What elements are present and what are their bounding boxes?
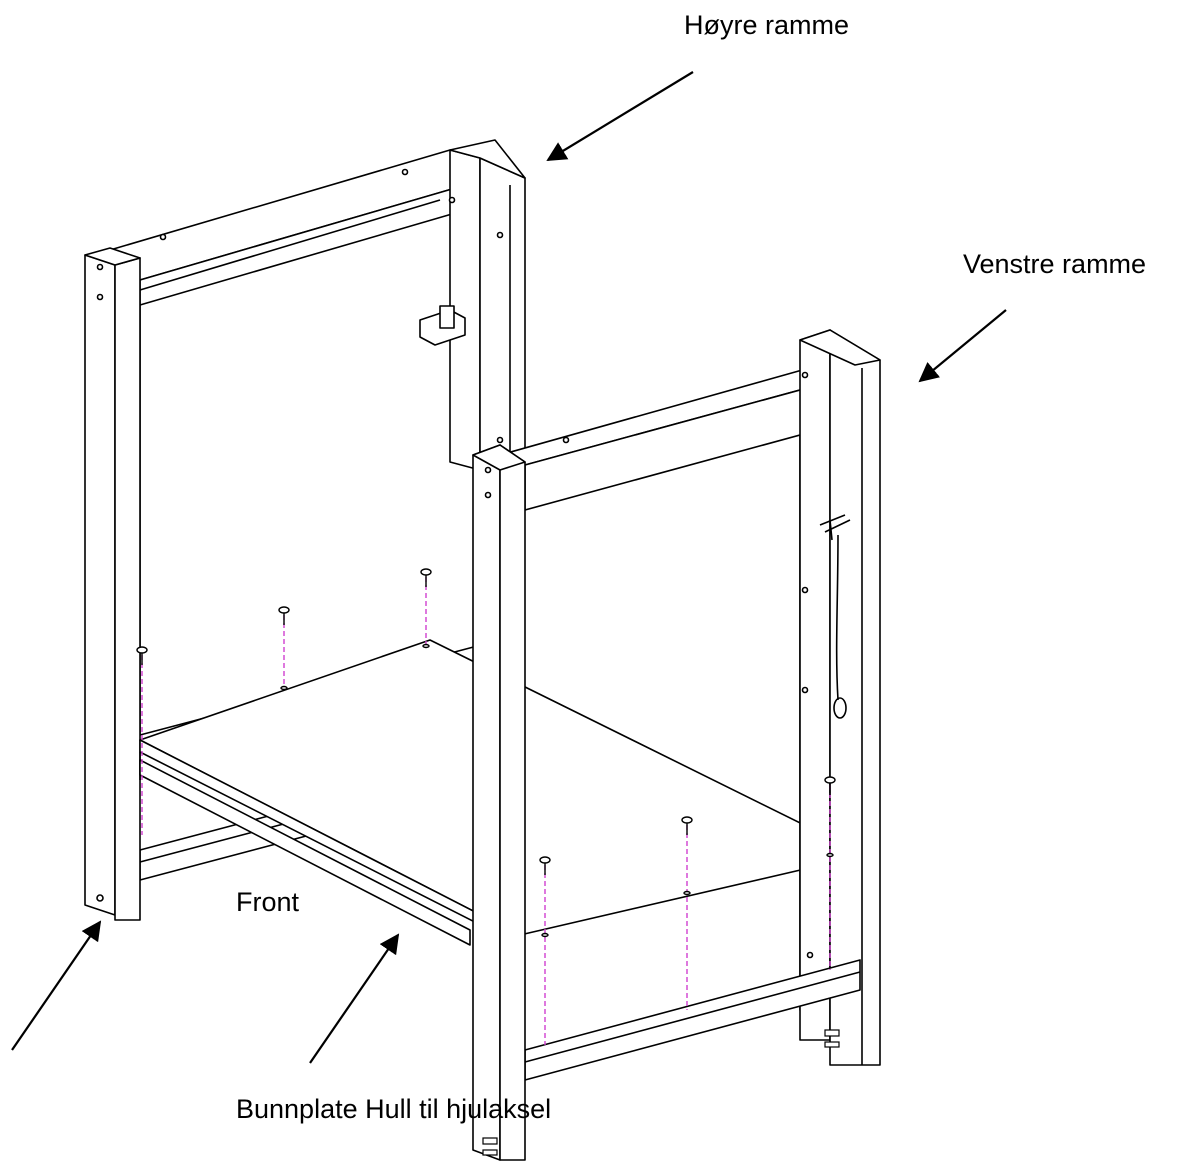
arrow-front-post	[11, 920, 102, 1051]
right-frame-rear-post-front	[479, 157, 526, 471]
label-left-frame: Venstre ramme	[963, 249, 1147, 279]
bolts	[136, 568, 836, 1045]
right-frame-rear-post-cap	[449, 139, 526, 179]
label-bottom-plate: Bunnplate Hull til hjulaksel	[236, 1094, 552, 1124]
right-frame-front-post-front	[114, 257, 141, 921]
left-frame	[472, 329, 881, 1161]
left-frame-front-post-side	[472, 444, 501, 1161]
right-frame-front-post-cap	[84, 247, 141, 266]
base-slots	[482, 1029, 840, 1156]
left-frame-front-post-cap	[472, 444, 526, 471]
label-right-frame: Høyre ramme	[684, 10, 850, 40]
bottom-plate-front-lip	[139, 759, 471, 946]
pointer-arrows	[11, 71, 1007, 1064]
label-front: Front	[236, 887, 300, 917]
arrow-bottom-plate	[309, 933, 400, 1064]
arrow-left-frame	[918, 309, 1007, 383]
left-frame-rear-post-side	[799, 329, 831, 1041]
right-frame-front-post-side	[84, 254, 116, 916]
bolt-holes	[96, 168, 814, 959]
left-frame-rear-post-cap	[799, 329, 881, 366]
latch-cable	[819, 514, 851, 719]
arrow-right-frame	[546, 71, 694, 162]
left-frame-front-post-front	[499, 444, 526, 1161]
